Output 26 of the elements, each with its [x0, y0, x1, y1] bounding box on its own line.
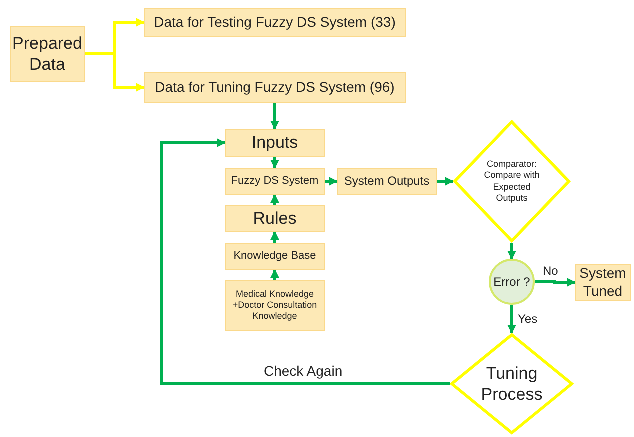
process-box: Knowledge Base [225, 243, 325, 270]
process-box: Medical Knowledge +Doctor Consultation Knowledge [225, 280, 325, 331]
arrow [270, 103, 280, 130]
arrow [437, 177, 454, 186]
decision-diamond [450, 333, 574, 435]
process-box: Fuzzy DS System [225, 168, 325, 195]
process-box: Data for Tuning Fuzzy DS System (96) [144, 72, 406, 103]
process-box: System Outputs [337, 168, 437, 195]
arrow [535, 278, 576, 287]
arrow [160, 138, 450, 386]
decision-diamond [453, 120, 571, 243]
arrow [270, 194, 280, 205]
process-box: System Tuned [575, 264, 631, 301]
diamond-label: Tuning Process [480, 362, 544, 406]
diamond-label: Comparator: Compare with Expected Outputs [483, 159, 541, 204]
process-box: Rules [225, 205, 325, 232]
process-box: Data for Testing Fuzzy DS System (33) [144, 8, 406, 37]
process-box: Inputs [225, 129, 325, 157]
arrow [85, 52, 145, 92]
arrow [270, 269, 280, 280]
arrow [270, 231, 280, 243]
arrow [508, 305, 516, 334]
process-box: Prepared Data [10, 26, 85, 82]
arrow [508, 243, 516, 260]
arrow [325, 177, 338, 186]
arrow [270, 157, 280, 169]
